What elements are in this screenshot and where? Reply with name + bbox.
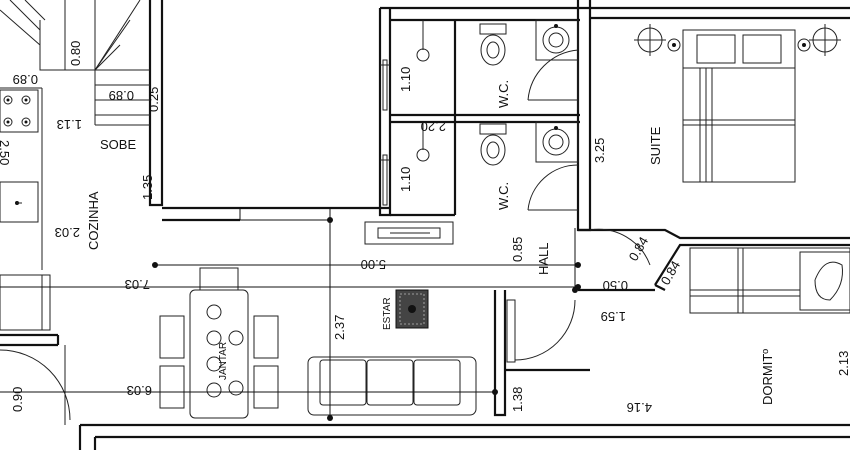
doors bbox=[0, 49, 651, 425]
sofa bbox=[307, 356, 477, 416]
sink-top bbox=[535, 19, 579, 61]
label-hall: HALL bbox=[536, 242, 551, 275]
nightstand-right bbox=[797, 24, 841, 56]
dim-084-b: 0.84 bbox=[658, 258, 684, 287]
label-wc-top: W.C. bbox=[496, 80, 511, 108]
dim-703: 7.03 bbox=[125, 277, 150, 292]
dim-203: 2.03 bbox=[55, 225, 80, 240]
dim-050: 0.50 bbox=[603, 278, 628, 293]
single-bed bbox=[689, 247, 850, 314]
sink-bottom bbox=[535, 121, 579, 163]
stove bbox=[0, 89, 39, 133]
hall-cabinet bbox=[364, 221, 454, 245]
label-dormitorio: DORMITº bbox=[760, 349, 775, 405]
toilet-top bbox=[479, 23, 507, 66]
dim-089-a: 0.89 bbox=[13, 72, 38, 87]
dim-025: 0.25 bbox=[146, 87, 161, 112]
dim-213: 2.13 bbox=[836, 351, 850, 376]
double-bed bbox=[682, 29, 796, 183]
label-cozinha: COZINHA bbox=[86, 191, 101, 250]
dim-080: 0.80 bbox=[68, 41, 83, 66]
dim-085: 0.85 bbox=[510, 237, 525, 262]
dim-113: 1.13 bbox=[57, 117, 82, 132]
kitchen-counter bbox=[0, 87, 43, 270]
dim-500: 5.00 bbox=[361, 257, 386, 272]
dim-603: 6.03 bbox=[127, 383, 152, 398]
label-jantar: JANTAR bbox=[218, 342, 229, 380]
shower-top bbox=[416, 20, 430, 62]
dim-325: 3.25 bbox=[592, 138, 607, 163]
dim-089-b: 0.89 bbox=[109, 88, 134, 103]
staircase bbox=[0, 0, 150, 126]
dim-237: 2.37 bbox=[332, 315, 347, 340]
label-wc-bottom: W.C. bbox=[496, 182, 511, 210]
dim-250: 2.50 bbox=[0, 140, 12, 165]
label-sobe: SOBE bbox=[100, 137, 136, 152]
label-estar: ESTAR bbox=[382, 297, 393, 330]
dim-416: 4.16 bbox=[627, 400, 652, 415]
dining-table bbox=[159, 267, 279, 419]
dim-110-b: 1.10 bbox=[398, 167, 413, 192]
dim-159: 1.59 bbox=[601, 309, 626, 324]
shower-bottom bbox=[416, 122, 430, 162]
dim-090: 0.90 bbox=[10, 387, 25, 412]
rug bbox=[395, 289, 429, 329]
dimension-lines bbox=[0, 217, 581, 421]
dim-135: 1.35 bbox=[140, 175, 155, 200]
dim-138: 1.38 bbox=[510, 387, 525, 412]
refrigerator bbox=[0, 274, 51, 331]
dim-110-a: 1.10 bbox=[398, 67, 413, 92]
nightstand-left bbox=[634, 24, 681, 56]
label-suite: SUITE bbox=[648, 126, 663, 165]
dim-220: 2.20 bbox=[421, 119, 446, 134]
toilet-bottom bbox=[479, 123, 507, 166]
